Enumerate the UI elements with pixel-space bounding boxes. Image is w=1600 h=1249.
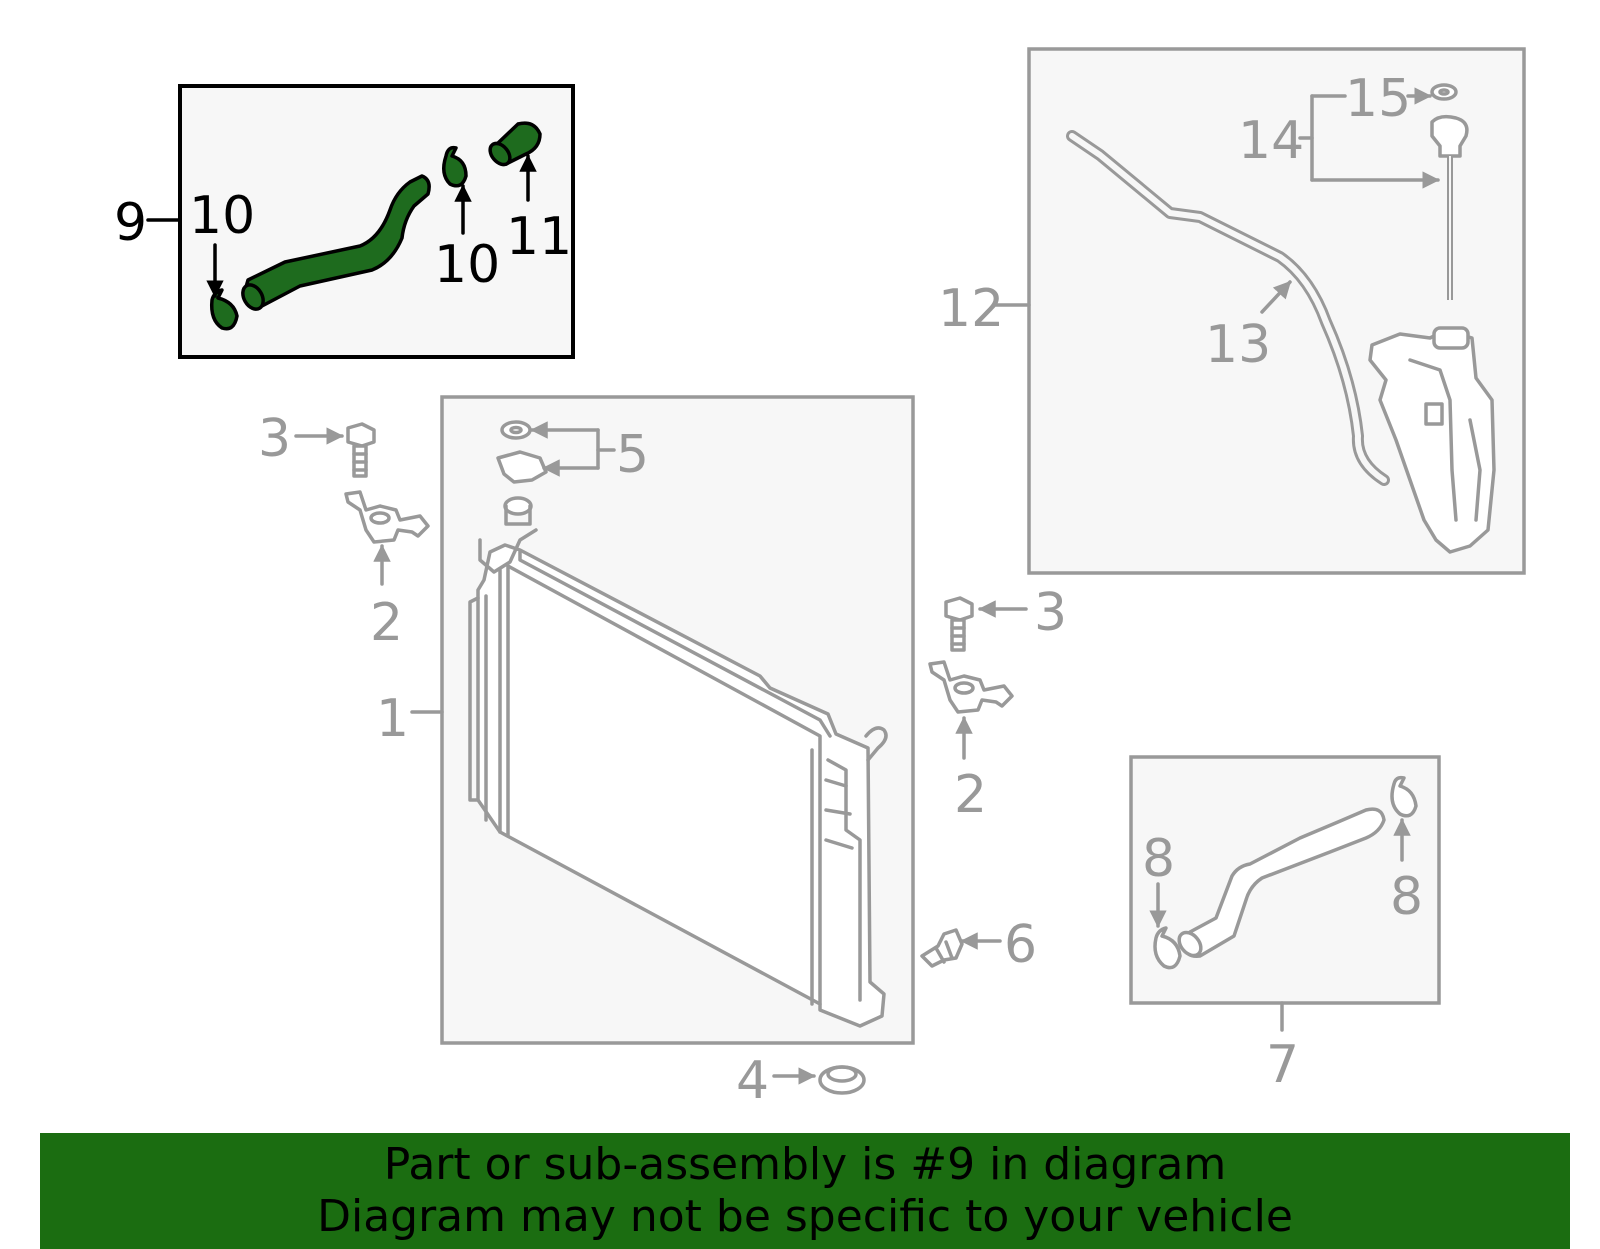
- bracket-part-left: [344, 490, 430, 544]
- svg-text:8: 8: [1142, 829, 1175, 889]
- svg-text:5: 5: [616, 425, 649, 485]
- bolt-part-left: [346, 422, 376, 478]
- reservoir-tank-part: [1368, 326, 1496, 554]
- callout-11: 11: [506, 154, 572, 267]
- svg-text:14: 14: [1238, 111, 1304, 171]
- callout-13: 13: [1205, 280, 1292, 375]
- svg-text:3: 3: [258, 409, 291, 469]
- banner-line-2: Diagram may not be specific to your vehi…: [317, 1191, 1293, 1242]
- svg-text:10: 10: [189, 186, 255, 246]
- svg-text:13: 13: [1205, 315, 1271, 375]
- callout-7: 7: [1266, 1035, 1299, 1095]
- callout-5: 5: [496, 420, 649, 485]
- callout-10-right: 10: [434, 184, 500, 295]
- lower-hose-box: 7: [1129, 755, 1441, 1095]
- hose-connector-part: [488, 121, 542, 167]
- callout-8-left: 8: [1142, 829, 1175, 928]
- washer-part-15: [1430, 83, 1458, 101]
- svg-text:6: 6: [1004, 915, 1037, 975]
- callout-14: 14: [1238, 94, 1440, 189]
- bracket-part-right: [928, 660, 1014, 714]
- svg-text:3: 3: [1034, 583, 1067, 643]
- callout-8-right: 8: [1390, 818, 1423, 927]
- assembly-9-box: 9: [114, 84, 575, 359]
- callout-1: 1: [376, 689, 409, 749]
- lower-hose-clamps: [1153, 775, 1418, 970]
- callout-10-left: 10: [189, 186, 255, 298]
- drain-plug-part: [920, 928, 964, 968]
- callout-4: 4: [736, 1051, 816, 1111]
- svg-text:2: 2: [954, 765, 987, 825]
- svg-text:11: 11: [506, 207, 572, 267]
- svg-text:10: 10: [434, 235, 500, 295]
- callout-2-left: 2: [370, 544, 403, 653]
- callout-2-right: 2: [954, 716, 987, 825]
- bolt-part-right: [944, 596, 974, 652]
- dipstick-cap-part: [1430, 114, 1469, 300]
- info-banner: Part or sub-assembly is #9 in diagram Di…: [40, 1133, 1570, 1249]
- callout-3-left: 3: [258, 409, 344, 469]
- svg-text:15: 15: [1345, 69, 1411, 129]
- grommet-part: [818, 1065, 866, 1095]
- overflow-hose-part: [1066, 130, 1390, 486]
- svg-text:2: 2: [370, 593, 403, 653]
- callout-9: 9: [114, 193, 147, 253]
- lower-hose-part: [1177, 807, 1386, 958]
- upper-radiator-hose-part: [241, 174, 431, 311]
- radiator-part: [468, 496, 888, 1028]
- callout-6: 6: [960, 915, 1037, 975]
- callout-15: 15: [1345, 69, 1432, 129]
- callout-3-right: 3: [978, 583, 1067, 643]
- callout-12: 12: [938, 279, 1004, 339]
- svg-text:8: 8: [1390, 867, 1423, 927]
- banner-line-1: Part or sub-assembly is #9 in diagram: [383, 1139, 1227, 1190]
- svg-text:4: 4: [736, 1051, 769, 1111]
